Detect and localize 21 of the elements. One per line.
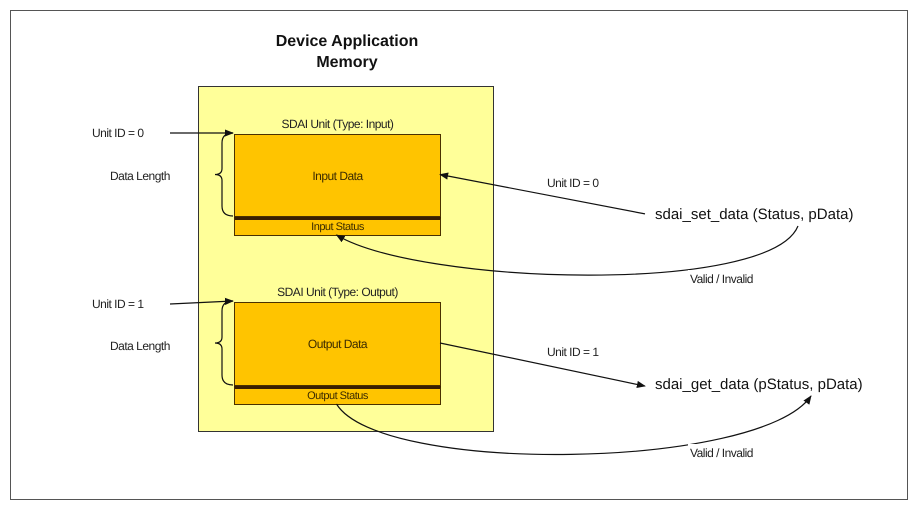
heading: Device Application Memory (274, 32, 420, 73)
unit-caption: SDAI Unit (Type: Output) (276, 284, 399, 301)
text-label: Unit ID = 1 (92, 296, 144, 313)
status-block (234, 217, 441, 236)
arrow (440, 342, 646, 388)
text-label: Unit ID = 0 (92, 125, 144, 142)
arrow (336, 226, 798, 276)
unit-caption: SDAI Unit (Type: Input) (280, 116, 394, 133)
block-label: Input Data (312, 168, 363, 184)
arrow (170, 129, 234, 137)
text-label: sdai_set_data (Status, pData) (655, 204, 854, 225)
dimension-label: Data Length (110, 168, 170, 185)
text-label: sdai_get_data (pStatus, pData) (655, 374, 863, 395)
block-label: Input Status (311, 222, 364, 233)
arrow (336, 395, 812, 455)
dimension-label: Data Length (110, 338, 170, 355)
block-label: Output Status (307, 391, 368, 402)
block-label: Output Data (308, 336, 368, 353)
status-block (234, 386, 441, 405)
arrow (170, 298, 234, 305)
arrow (439, 172, 646, 214)
